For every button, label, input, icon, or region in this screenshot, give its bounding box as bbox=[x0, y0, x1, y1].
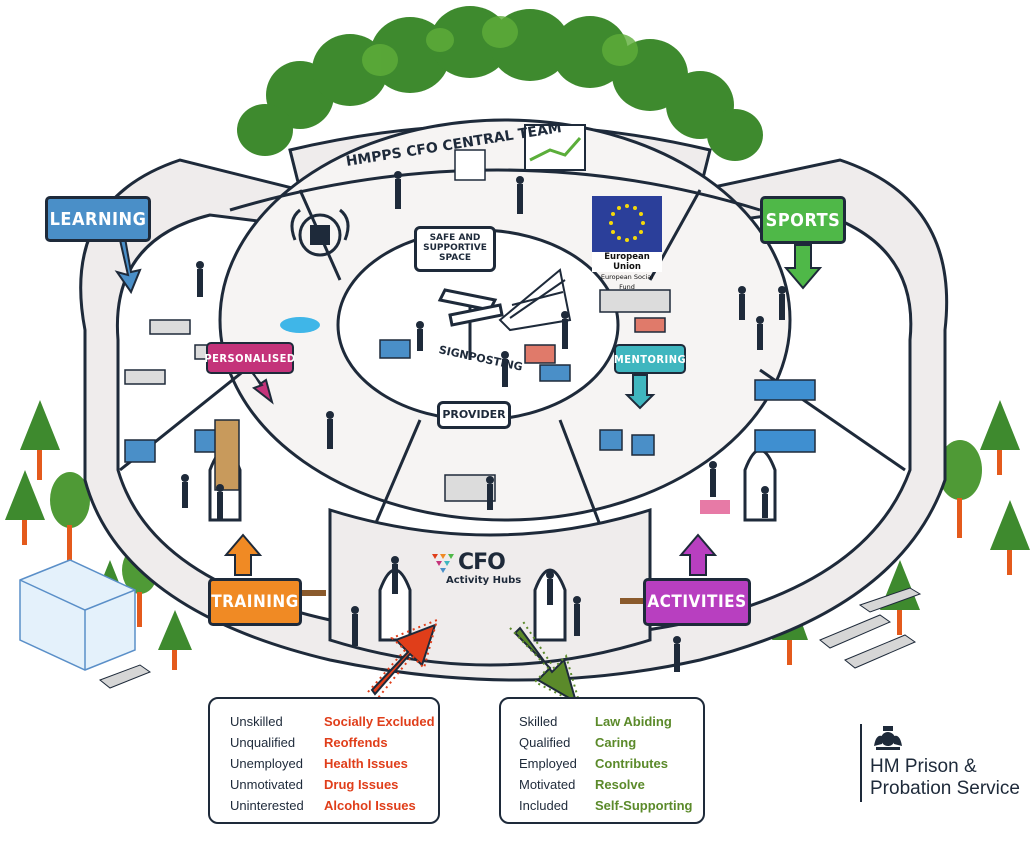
tree-cluster-top bbox=[237, 6, 763, 161]
hmpps-logo: HM Prison & Probation Service bbox=[860, 722, 1032, 806]
sign-training: TRAINING bbox=[208, 578, 302, 626]
before-descriptor: Unskilled bbox=[230, 714, 283, 729]
cfo-word: CFO bbox=[458, 550, 506, 575]
staircase bbox=[498, 268, 572, 332]
arrow-learning bbox=[114, 236, 142, 295]
before-attributes-box: Unskilled Unqualified Unemployed Unmotiv… bbox=[208, 697, 440, 824]
royal-coat-of-arms-icon bbox=[874, 726, 902, 750]
arrow-down-green bbox=[509, 619, 582, 707]
after-descriptor: Included bbox=[519, 798, 569, 813]
royal-crest bbox=[290, 208, 350, 257]
sign-sports: SPORTS bbox=[760, 196, 846, 244]
before-issue: Socially Excluded bbox=[324, 714, 435, 729]
before-issue: Reoffends bbox=[324, 735, 388, 750]
sign-activities: ACTIVITIES bbox=[643, 578, 751, 626]
after-descriptor: Skilled bbox=[519, 714, 558, 729]
before-issue: Alcohol Issues bbox=[324, 798, 416, 813]
after-attributes-box: Skilled Qualified Employed Motivated Inc… bbox=[499, 697, 705, 824]
eu-title: European Union bbox=[604, 252, 650, 272]
before-issue: Health Issues bbox=[324, 756, 408, 771]
provider-label: PROVIDER bbox=[437, 401, 511, 429]
eu-subtitle: European Social Fund bbox=[600, 273, 654, 291]
arrow-up-red bbox=[367, 618, 439, 699]
furniture bbox=[124, 124, 816, 514]
cfo-activity-hubs-logo: CFO Activity Hubs bbox=[430, 548, 522, 594]
benches bbox=[300, 590, 646, 604]
people bbox=[181, 171, 786, 672]
before-descriptor: Unmotivated bbox=[230, 777, 303, 792]
after-descriptor: Qualified bbox=[519, 735, 571, 750]
before-issue: Drug Issues bbox=[324, 777, 399, 792]
after-descriptor: Motivated bbox=[519, 777, 576, 792]
after-descriptors: Skilled Qualified Employed Motivated Inc… bbox=[519, 713, 577, 814]
cfo-subtitle: Activity Hubs bbox=[446, 575, 522, 586]
after-outcome: Resolve bbox=[595, 777, 645, 792]
before-issues: Socially Excluded Reoffends Health Issue… bbox=[324, 713, 435, 814]
hmpps-line1: HM Prison & bbox=[870, 756, 977, 777]
sign-mentoring: MENTORING bbox=[614, 344, 686, 374]
before-descriptors: Unskilled Unqualified Unemployed Unmotiv… bbox=[230, 713, 304, 814]
greenhouse bbox=[19, 559, 136, 671]
sign-personalised: PERSONALISED bbox=[204, 342, 295, 374]
after-outcome: Contributes bbox=[595, 756, 668, 771]
after-descriptor: Employed bbox=[519, 756, 577, 771]
eu-stars-icon bbox=[609, 204, 645, 242]
arrow-sports bbox=[783, 244, 823, 290]
after-outcome: Caring bbox=[595, 735, 637, 750]
signpost bbox=[437, 288, 504, 360]
logo-divider bbox=[860, 724, 862, 802]
after-outcome: Self-Supporting bbox=[595, 798, 693, 813]
hmpps-line2: Probation Service bbox=[870, 778, 1020, 799]
arrow-activities bbox=[678, 533, 718, 576]
cfo-triangles-icon bbox=[432, 554, 454, 573]
sign-learning: LEARNING bbox=[45, 196, 151, 242]
after-outcomes: Law Abiding Caring Contributes Resolve S… bbox=[595, 713, 693, 814]
before-descriptor: Uninterested bbox=[230, 798, 304, 813]
before-descriptor: Unemployed bbox=[230, 756, 303, 771]
arrow-training bbox=[223, 533, 263, 576]
arrow-mentoring bbox=[624, 374, 656, 410]
after-outcome: Law Abiding bbox=[595, 714, 672, 729]
safe-space-label: SAFE AND SUPPORTIVE SPACE bbox=[414, 226, 496, 272]
before-descriptor: Unqualified bbox=[230, 735, 296, 750]
garden-beds bbox=[99, 587, 922, 689]
